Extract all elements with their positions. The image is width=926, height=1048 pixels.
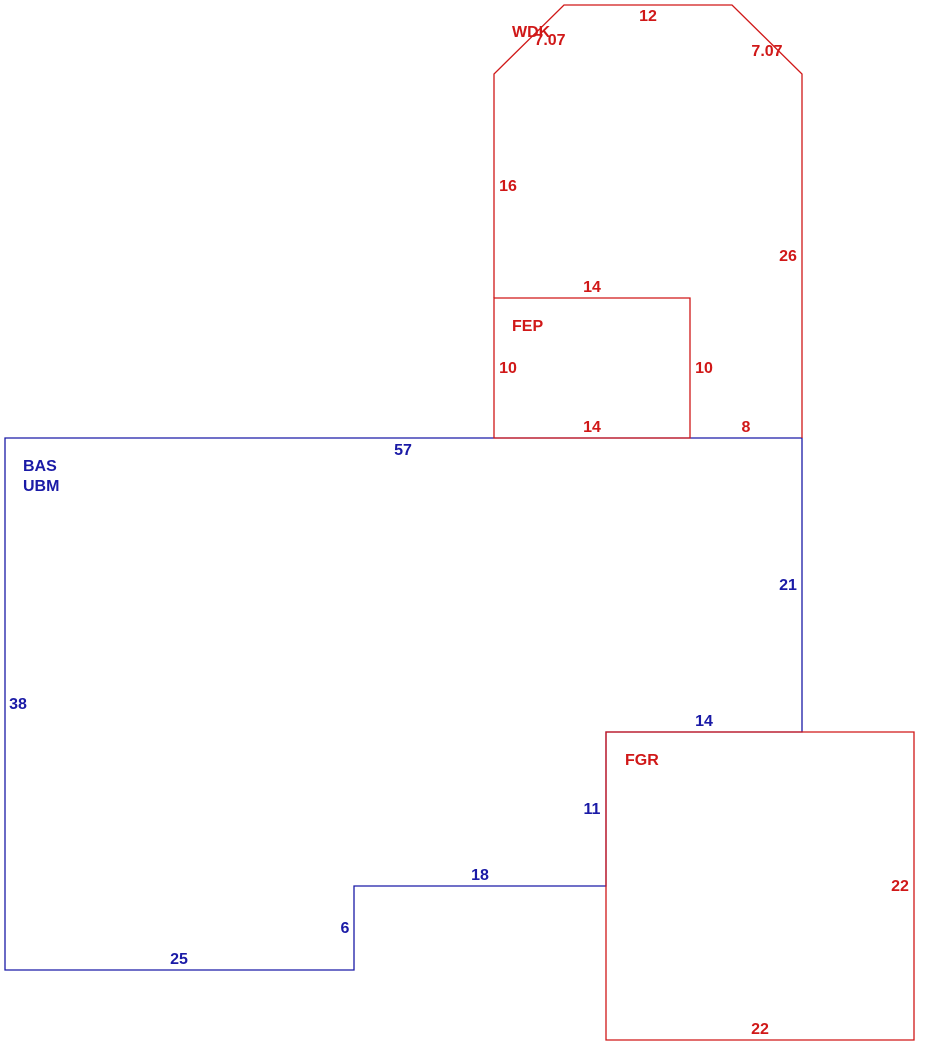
wdk-dim-diag-left: 7.07 bbox=[534, 32, 565, 49]
wdk-label: WDK bbox=[512, 24, 551, 41]
fep-dim-top: 14 bbox=[583, 279, 601, 296]
wdk-dim-diag-right: 7.07 bbox=[751, 43, 782, 60]
bas-dim-left: 38 bbox=[9, 696, 27, 713]
bas-dim-notch: 6 bbox=[341, 920, 350, 937]
bas-dim-step-top: 14 bbox=[695, 713, 713, 730]
fep-label: FEP bbox=[512, 318, 543, 335]
fgr-dim-right: 22 bbox=[891, 878, 909, 895]
wdk-dim-bottom: 8 bbox=[742, 419, 751, 436]
ubm-label: UBM bbox=[23, 478, 59, 495]
bas-dim-middle: 18 bbox=[471, 867, 489, 884]
bas-dim-bottom: 25 bbox=[170, 951, 188, 968]
fep-outline bbox=[493, 297, 691, 439]
bas-dim-step-left: 11 bbox=[584, 801, 601, 818]
wdk-outline bbox=[493, 4, 803, 438]
fep-dim-bottom: 14 bbox=[583, 419, 601, 436]
bas-dim-right-upper: 21 bbox=[779, 577, 797, 594]
wdk-dim-right: 26 bbox=[779, 248, 797, 265]
fgr-dim-bottom: 22 bbox=[751, 1021, 769, 1038]
fgr-label: FGR bbox=[625, 752, 659, 769]
fgr-outline bbox=[605, 731, 915, 1041]
wdk-dim-top: 12 bbox=[639, 8, 657, 25]
wdk-dim-left: 16 bbox=[499, 178, 517, 195]
fep-dim-right: 10 bbox=[695, 360, 713, 377]
bas-label: BAS bbox=[23, 458, 57, 475]
bas-outline bbox=[4, 437, 803, 971]
fep-dim-left: 10 bbox=[499, 360, 517, 377]
bas-dim-top: 57 bbox=[394, 442, 412, 459]
